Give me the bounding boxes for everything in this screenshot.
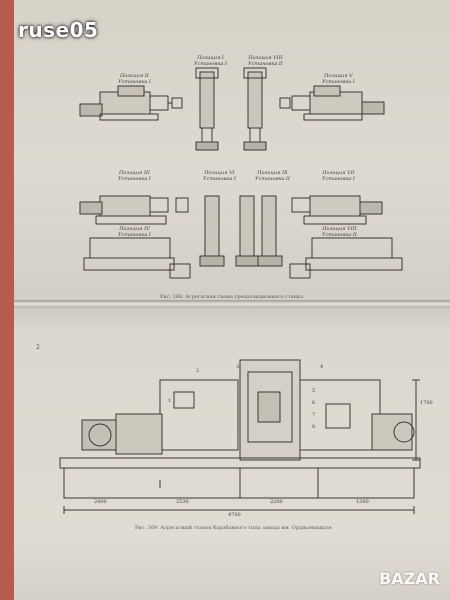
dimension-label: 2530	[176, 499, 189, 505]
callout-number: 2	[196, 368, 200, 374]
dimension-label: 2400	[94, 499, 107, 505]
callout-number: 7	[312, 412, 316, 418]
top-center-units	[195, 67, 267, 151]
callout-number: 4	[320, 364, 324, 370]
figure-caption-bottom: Рис. 169. Агрегатный станок барабанного …	[135, 525, 332, 531]
lower-left-base	[83, 237, 191, 279]
watermark-text: ruse05	[18, 18, 99, 42]
book-spine-fold	[14, 300, 450, 308]
callout-number: 3	[236, 364, 240, 370]
lower-right-base	[289, 237, 403, 279]
book-page-bottom	[14, 302, 450, 600]
middle-center-units	[199, 195, 283, 267]
dimension-label: 1700	[420, 400, 433, 406]
top-right-unit	[279, 85, 385, 121]
dimension-label: 1380	[356, 499, 369, 505]
callout-number: 1	[168, 398, 172, 404]
drum-machine-drawing	[59, 359, 421, 514]
page-number: 2	[36, 344, 40, 351]
figure-caption-top: Рис. 168. Агрегатная схема трехпозиционн…	[160, 294, 304, 300]
middle-right-unit	[291, 195, 383, 225]
callout-number: 6	[312, 400, 316, 406]
callout-number: 5	[312, 388, 316, 394]
callout-number: 8	[312, 424, 316, 430]
dimension-label: 2200	[270, 499, 283, 505]
middle-left-unit	[79, 195, 189, 225]
brand-watermark: BAZAR	[379, 569, 440, 588]
book-page-top	[14, 0, 450, 306]
dimension-label: 4700	[228, 512, 241, 518]
top-left-unit	[79, 85, 183, 121]
